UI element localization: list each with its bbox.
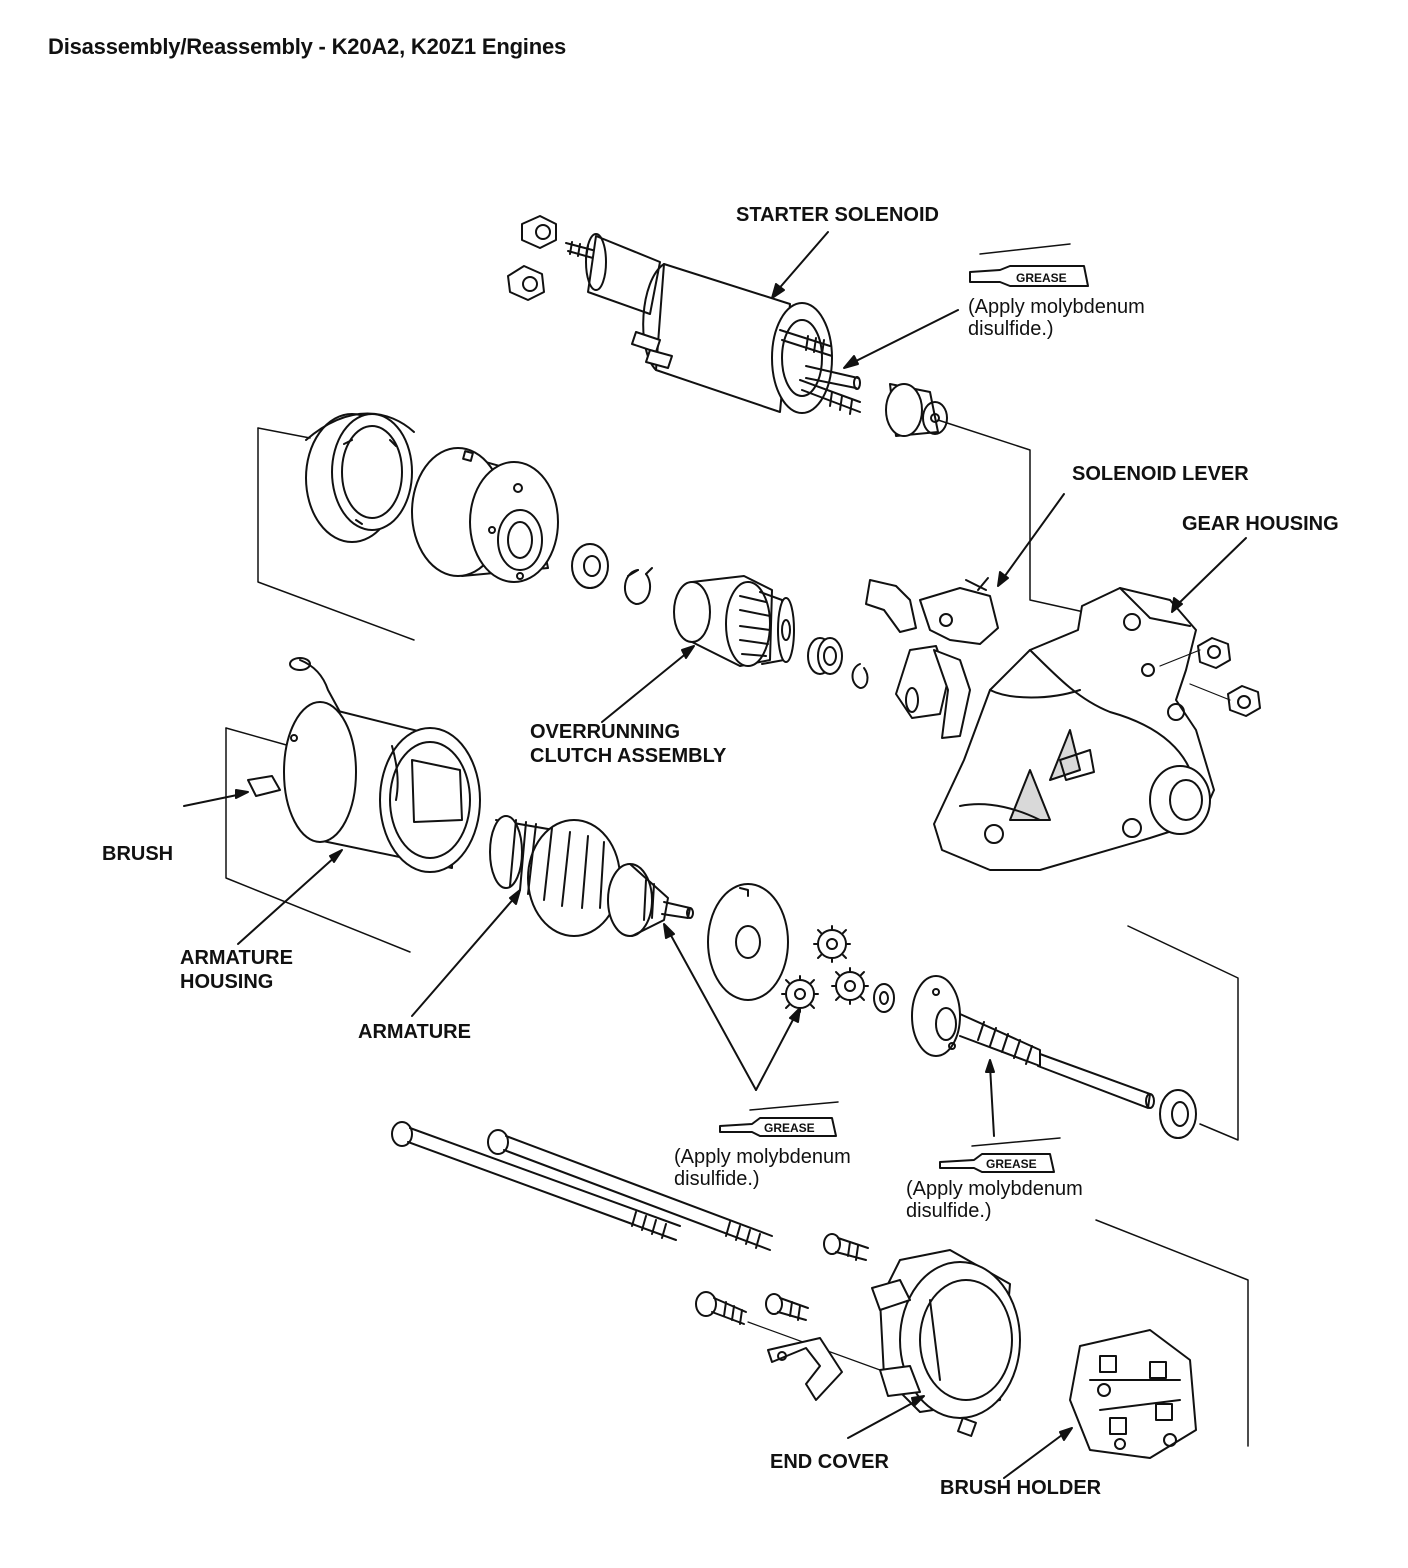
through-bolt-1 — [391, 1121, 681, 1241]
gear-housing-nut-2 — [1227, 685, 1261, 717]
brush-holder — [1069, 1329, 1197, 1459]
label-overrunning-line1: OVERRUNNING — [530, 721, 681, 743]
label-starter-solenoid: STARTER SOLENOID — [736, 204, 939, 226]
internal-plate — [707, 883, 789, 1001]
grease-note-1-line1: (Apply molybdenum — [968, 296, 1145, 318]
solenoid-nut-2 — [507, 265, 545, 301]
grease-note-2-line2: disulfide.) — [674, 1168, 760, 1190]
svg-text:GREASE: GREASE — [764, 1121, 815, 1135]
label-end-cover: END COVER — [770, 1451, 889, 1473]
grease-note-1-line2: disulfide.) — [968, 318, 1054, 340]
solenoid-nut-1 — [521, 215, 557, 249]
label-brush: BRUSH — [102, 843, 174, 865]
planet-gear-2 — [831, 967, 869, 1005]
internal-gear-housing — [411, 447, 559, 583]
overrunning-clutch — [673, 575, 795, 667]
grease-can-1: GREASE — [969, 243, 1089, 287]
gear-housing-nut-1 — [1197, 637, 1231, 669]
through-bolt-2 — [487, 1129, 773, 1251]
end-cover — [871, 1249, 1021, 1437]
grease-can-3: GREASE — [939, 1137, 1061, 1173]
screw-2 — [765, 1293, 809, 1321]
screw-3 — [695, 1291, 747, 1325]
leader-arrows — [183, 231, 1247, 1479]
label-armature: ARMATURE — [358, 1021, 471, 1043]
svg-text:GREASE: GREASE — [986, 1157, 1037, 1171]
yoke-ring — [305, 412, 415, 543]
pinion-shaft — [911, 975, 1155, 1109]
grease-note-3-line1: (Apply molybdenum — [906, 1178, 1083, 1200]
grease-note-2-line1: (Apply molybdenum — [674, 1146, 851, 1168]
label-overrunning-clutch: OVERRUNNING CLUTCH ASSEMBLY — [530, 720, 726, 768]
label-gear-housing: GEAR HOUSING — [1182, 513, 1339, 535]
gear-housing — [933, 587, 1215, 871]
solenoid-lever — [865, 577, 999, 739]
bushing — [807, 637, 843, 675]
page-title: Disassembly/Reassembly - K20A2, K20Z1 En… — [48, 34, 567, 59]
label-armature-housing: ARMATURE HOUSING — [180, 946, 293, 994]
bracket — [767, 1337, 843, 1401]
starter-solenoid — [565, 233, 861, 415]
planet-gear-3 — [781, 975, 819, 1013]
label-solenoid-lever: SOLENOID LEVER — [1072, 463, 1249, 485]
grease-note-3-line2: disulfide.) — [906, 1200, 992, 1222]
grease-note-1: (Apply molybdenum disulfide.) — [968, 296, 1145, 340]
grease-note-3: (Apply molybdenum disulfide.) — [906, 1178, 1083, 1222]
label-brush-holder: BRUSH HOLDER — [940, 1477, 1102, 1499]
washer-2 — [873, 983, 895, 1013]
svg-text:GREASE: GREASE — [1016, 271, 1067, 285]
plunger-boot — [885, 383, 948, 437]
label-armature-housing-line2: HOUSING — [180, 971, 274, 993]
end-washer — [1159, 1089, 1197, 1139]
armature-housing — [247, 657, 481, 873]
washer-1 — [571, 543, 609, 589]
snap-ring-2 — [851, 663, 869, 689]
armature — [489, 815, 694, 937]
label-overrunning-line2: CLUTCH ASSEMBLY — [530, 745, 727, 767]
snap-ring-1 — [624, 567, 653, 605]
label-armature-housing-line1: ARMATURE — [180, 947, 293, 969]
screw-1 — [823, 1233, 869, 1261]
grease-can-2: GREASE — [719, 1101, 839, 1137]
grease-note-2: (Apply molybdenum disulfide.) — [674, 1146, 851, 1190]
planet-gear-1 — [813, 925, 851, 963]
